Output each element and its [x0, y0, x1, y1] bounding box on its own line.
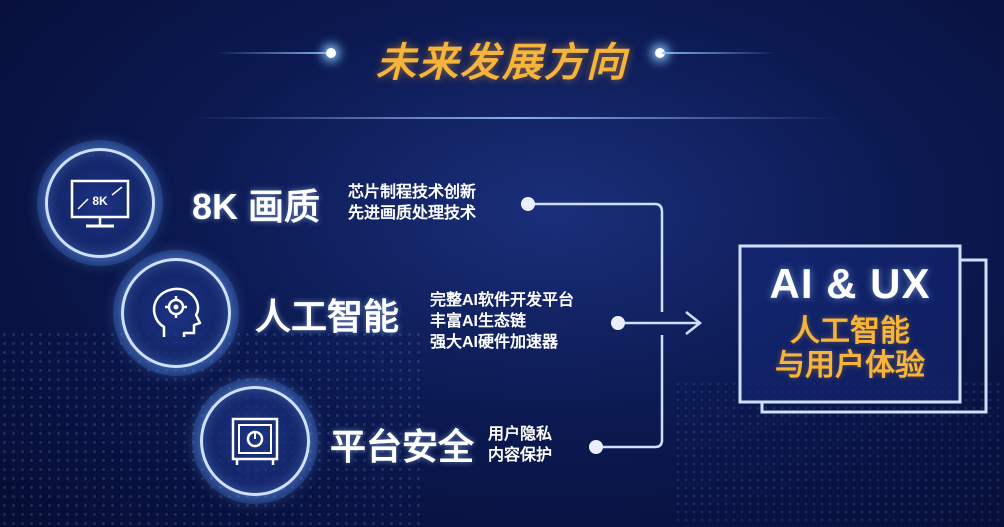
connector-dot-8k — [521, 197, 535, 211]
safe-lock-icon — [231, 417, 279, 465]
monitor-title: AI & UX — [769, 260, 931, 307]
dot-pattern-right — [674, 380, 1004, 527]
desc-line: 完整AI软件开发平台 — [430, 292, 575, 309]
item-desc-security: 用户隐私 内容保护 — [488, 424, 552, 466]
icon-circle-8k: 8K — [45, 148, 155, 258]
title-divider — [190, 117, 840, 119]
title-line-right — [662, 52, 777, 54]
monitor-frame — [738, 244, 988, 414]
desc-line: 内容保护 — [488, 447, 553, 464]
desc-line: 芯片制程技术创新 — [348, 184, 477, 201]
icon-circle-ai — [121, 258, 231, 368]
icon-circle-security — [200, 386, 310, 496]
item-heading-8k: 8K 画质 — [192, 186, 321, 227]
connector-dot-security — [589, 440, 603, 454]
monitor-subtitle-1: 人工智能 — [790, 315, 910, 348]
desc-line: 用户隐私 — [488, 426, 553, 443]
8k-icon-text: 8K — [92, 194, 108, 208]
item-desc-8k: 芯片制程技术创新 先进画质处理技术 — [348, 182, 476, 224]
desc-line: 丰富AI生态链 — [430, 313, 527, 330]
item-desc-ai: 完整AI软件开发平台 丰富AI生态链 强大AI硬件加速器 — [430, 290, 574, 353]
connector-dot-ai — [611, 316, 625, 330]
item-heading-ai: 人工智能 — [255, 296, 400, 337]
ai-head-gear-icon — [152, 287, 202, 337]
title-line-left — [215, 52, 330, 54]
title-dot-left — [326, 48, 336, 58]
desc-line: 强大AI硬件加速器 — [430, 334, 559, 351]
desc-line: 先进画质处理技术 — [348, 205, 477, 222]
8k-monitor-icon: 8K — [70, 179, 130, 228]
item-heading-security: 平台安全 — [330, 426, 475, 467]
title-dot-right — [655, 48, 665, 58]
monitor-subtitle-2: 与用户体验 — [775, 349, 925, 382]
page-title: 未来发展方向 — [376, 41, 628, 85]
